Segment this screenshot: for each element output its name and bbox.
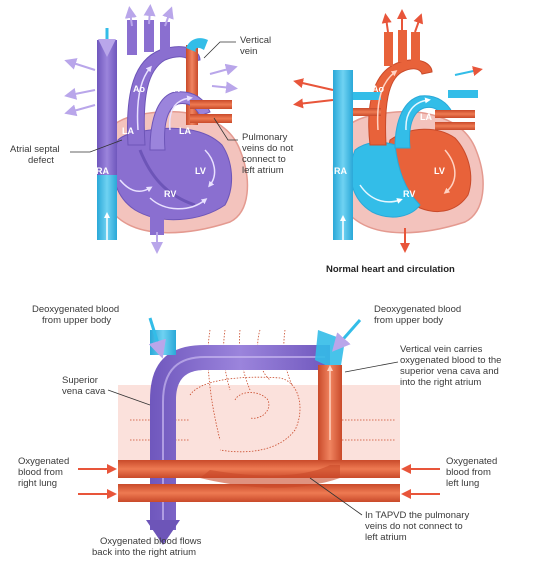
lung-arrow-left-2 — [64, 87, 96, 100]
aorta-out-arrow-3 — [162, 6, 174, 27]
normal-flow-lv — [443, 149, 456, 194]
tapvd-heart: Ao PA LA LA RA RV LV Vertical vein Atria… — [10, 4, 296, 254]
ivc-blue-vessel — [97, 175, 117, 240]
pa-normal-lung-left — [353, 92, 381, 100]
chamber-rv: RV — [164, 189, 176, 199]
label-atrial-septal-defect: Atrial septal defect — [10, 144, 62, 166]
normal-arrow-left — [293, 78, 334, 91]
normal-flow-ao — [376, 70, 398, 131]
leader-vertical-vein-bottom — [344, 361, 399, 373]
aorta-normal-branch-2 — [398, 30, 407, 62]
pv-normal-2 — [435, 122, 475, 130]
pa-normal-lung-right — [448, 90, 478, 98]
chamber-la-right: LA — [179, 126, 191, 136]
label-deoxy-upper-right: Deoxygenated blood from upper body — [374, 304, 464, 326]
flow-arrow-pa — [168, 95, 193, 131]
caption-normal-heart: Normal heart and circulation — [326, 264, 455, 275]
chamber-ao: Ao — [133, 84, 145, 94]
flow-arrow-lv — [204, 149, 216, 188]
label-oxy-right-lung: Oxygenated blood from right lung — [18, 456, 72, 489]
pulmonary-vein-1 — [190, 100, 232, 109]
normal-arrow-left-2 — [293, 98, 334, 109]
ventricle-mass — [112, 127, 233, 221]
dotted-outline-2 — [189, 376, 301, 453]
svc-normal — [333, 70, 353, 240]
aorta-normal-branch-3 — [411, 32, 420, 64]
aorta-normal — [368, 59, 433, 146]
chamber-la-left: LA — [122, 126, 134, 136]
leader-pulmonary-veins — [213, 117, 238, 141]
pulmonary-confluence — [200, 465, 340, 488]
tapvd-circulation-detail: Deoxygenated blood from upper body Deoxy… — [18, 304, 504, 558]
label-pulmonary-veins: Pulmonary veins do not connect to left a… — [242, 132, 296, 176]
lung-arrow-left-3 — [64, 104, 96, 117]
lung-arrow-right-1 — [209, 63, 238, 76]
pv-normal-left — [353, 108, 381, 116]
arrow-upper-right — [332, 319, 362, 352]
label-superior-vena-cava: Superior vena cava — [62, 375, 106, 397]
svc-down-arrow — [146, 520, 180, 545]
label-vertical-vein-carries: Vertical vein carries oxygenated blood t… — [400, 344, 504, 388]
normal-flow-pa — [405, 97, 431, 131]
aorta-branch-2 — [144, 20, 154, 52]
vertical-vein — [186, 45, 198, 125]
flow-arrow-rv — [149, 197, 208, 210]
dotted-outline-3 — [234, 392, 270, 419]
normal-heart: Ao PA LA RA RV LV Normal heart and circu… — [293, 9, 484, 275]
normal-chamber-ra: RA — [334, 166, 347, 176]
aorta-out-arrow-2 — [143, 4, 156, 25]
chamber-lv: LV — [195, 166, 206, 176]
normal-chamber-pa: PA — [405, 84, 417, 94]
leader-tapvd — [309, 477, 363, 516]
chamber-ra: RA — [96, 166, 109, 176]
flow-arrow-ra — [119, 179, 153, 193]
label-deoxy-upper-left: Deoxygenated blood from upper body — [32, 304, 122, 326]
normal-chamber-la: LA — [420, 112, 432, 122]
normal-chamber-lv: LV — [434, 166, 445, 176]
normal-arrow-right — [454, 66, 483, 76]
chamber-pa: PA — [168, 84, 180, 94]
normal-flow-ra — [359, 184, 403, 204]
pulmonary-vein-bottom — [118, 484, 400, 502]
aorta-normal-branch-1 — [384, 32, 393, 66]
label-flows-back: Oxygenated blood flows back into the rig… — [92, 536, 204, 558]
label-vertical-vein: Vertical vein — [240, 35, 274, 57]
lung-arrow-right-2 — [211, 81, 238, 94]
aorta-branch-1 — [127, 20, 137, 55]
arrow-upper-left — [148, 317, 166, 359]
vertical-vein-top — [186, 38, 208, 52]
svc-vessel — [97, 40, 117, 175]
ivc-vessel — [150, 205, 164, 235]
leader-vertical-vein — [203, 41, 236, 59]
pulmonary-vein-2 — [190, 114, 232, 123]
label-oxy-left-lung: Oxygenated blood from left lung — [446, 456, 500, 489]
label-tapvd: In TAPVD the pulmonary veins do not conn… — [365, 510, 472, 543]
normal-chamber-ao: Ao — [372, 84, 384, 94]
svc-curve — [150, 345, 330, 530]
aorta-branch-3 — [160, 22, 170, 52]
flow-arrow-ao — [136, 65, 152, 131]
normal-chamber-rv: RV — [403, 189, 415, 199]
aorta-out-arrow-1 — [124, 6, 137, 27]
leader-asd — [70, 139, 123, 153]
normal-out-arrow-3 — [413, 13, 424, 33]
septum — [138, 149, 196, 207]
leader-svc — [107, 389, 151, 406]
normal-out-arrow-1 — [381, 13, 392, 33]
lung-arrow-left-1 — [64, 58, 96, 71]
svc-curve-highlight — [162, 356, 325, 520]
pv-normal-1 — [435, 110, 475, 118]
